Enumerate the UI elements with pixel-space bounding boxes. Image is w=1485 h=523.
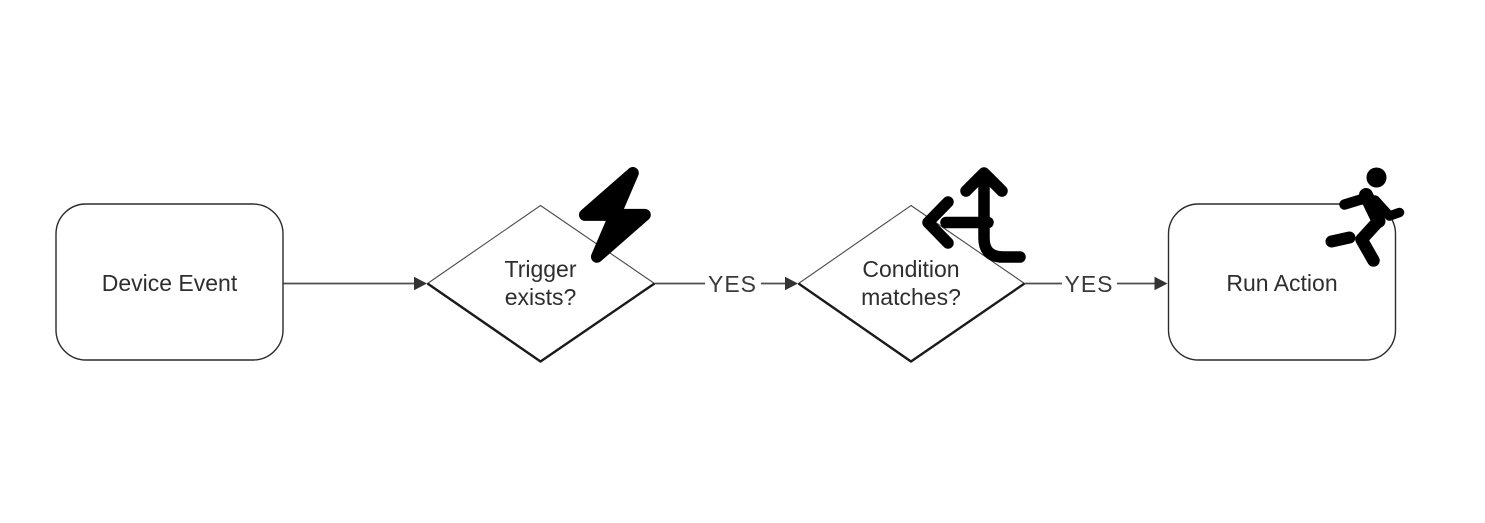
split-icon-left-arrowhead	[922, 196, 954, 249]
lightning-bolt-icon	[578, 166, 651, 263]
node-condition-matches: Condition matches?	[797, 167, 1026, 363]
split-icon-up-arrowhead	[960, 167, 1008, 197]
condition-matches-label-line2: matches?	[861, 284, 961, 310]
runner-head	[1366, 167, 1387, 188]
condition-matches-shape-shadow	[797, 282, 1026, 363]
arrowhead-icon	[1154, 276, 1168, 291]
trigger-exists-shape-shadow	[426, 282, 656, 363]
edge-trigger-to-condition: YES	[655, 271, 798, 297]
edge-label-yes-2: YES	[1064, 271, 1113, 297]
person-running-icon	[1325, 167, 1405, 267]
lightning-bolt-glyph	[578, 166, 651, 263]
device-event-label: Device Event	[102, 270, 238, 296]
runner-front-arm	[1370, 195, 1405, 221]
runner-back-foot	[1325, 231, 1356, 248]
arrowhead-icon	[414, 276, 427, 291]
arrowhead-icon	[785, 276, 798, 291]
condition-matches-label-line1: Condition	[862, 256, 959, 282]
trigger-exists-label-line1: Trigger	[505, 256, 577, 282]
edge-device-to-trigger	[283, 276, 427, 291]
trigger-exists-label-line2: exists?	[505, 284, 577, 310]
runner-front-leg	[1355, 214, 1385, 267]
arrows-split-up-and-left-icon	[922, 167, 1026, 263]
node-trigger-exists: Trigger exists?	[426, 166, 656, 363]
node-run-action: Run Action	[1167, 167, 1405, 361]
node-device-event: Device Event	[55, 203, 284, 361]
runner-back-arm	[1339, 191, 1375, 210]
split-icon-stem	[978, 170, 1026, 263]
device-event-shape	[55, 203, 284, 361]
edge-label-yes-1: YES	[708, 271, 757, 297]
run-action-label: Run Action	[1226, 270, 1337, 296]
edge-condition-to-action: YES	[1025, 271, 1168, 297]
